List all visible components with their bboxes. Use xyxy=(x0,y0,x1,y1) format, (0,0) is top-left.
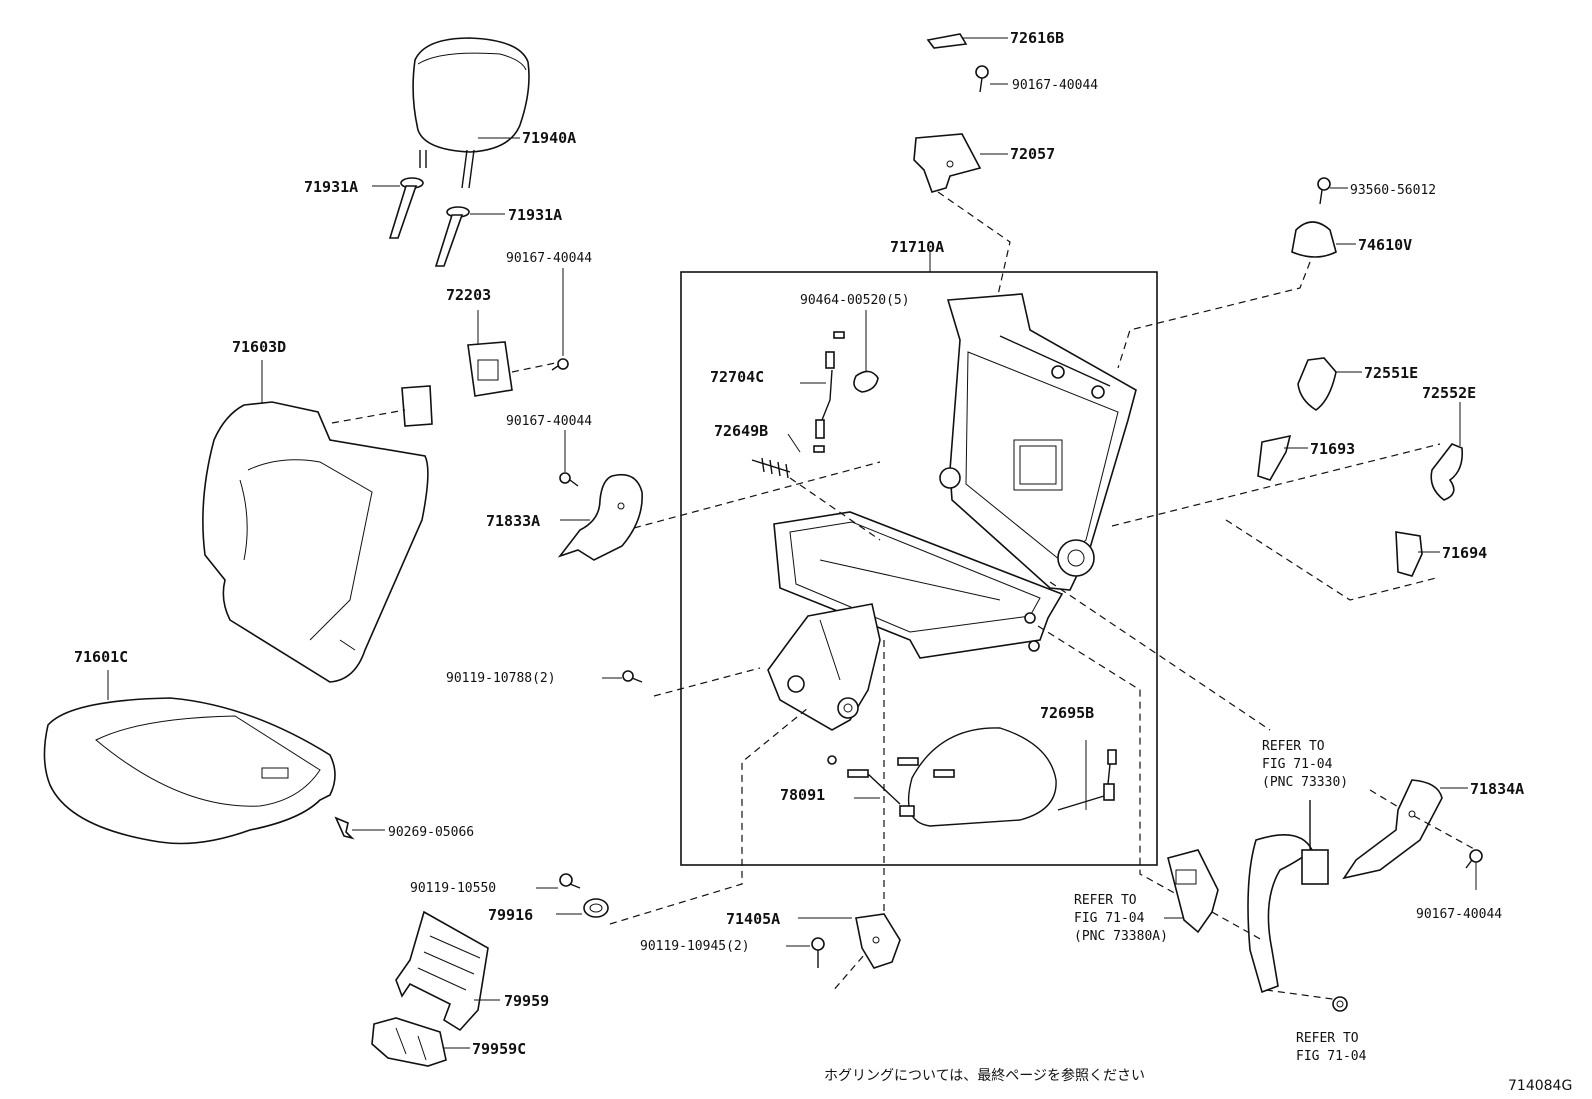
label-72552E: 72552E xyxy=(1422,384,1476,402)
headrest-guide-bracket xyxy=(401,341,513,427)
headrest-part xyxy=(412,37,530,189)
cover-72552E xyxy=(1430,443,1464,501)
label-93560: 93560-56012 xyxy=(1350,183,1436,198)
spring-72649B xyxy=(751,457,791,479)
refer-note-pnc73330: REFER TO FIG 71-04 (PNC 73330) xyxy=(1262,739,1348,790)
seat-belt-strap xyxy=(1247,800,1329,994)
bolt-90119-10945 xyxy=(811,937,825,968)
seat-belt-buckle xyxy=(1167,849,1219,934)
label-79916: 79916 xyxy=(488,906,533,924)
bolt-90167-right xyxy=(1465,849,1483,869)
belt-cover-71834A xyxy=(1342,779,1443,880)
label-90167-right: 90167-40044 xyxy=(1416,907,1502,922)
label-90464: 90464-00520(5) xyxy=(800,293,910,308)
label-71603D: 71603D xyxy=(232,338,286,356)
label-71931A-left: 71931A xyxy=(304,178,358,196)
label-90119-10788: 90119-10788(2) xyxy=(446,671,556,686)
label-71710A: 71710A xyxy=(890,238,944,256)
bolt-90167-top xyxy=(975,65,989,93)
cable-72704C xyxy=(813,331,845,453)
clip-90464 xyxy=(853,370,879,393)
label-90119-10945: 90119-10945(2) xyxy=(640,939,750,954)
seat-frame-group-box xyxy=(680,271,1158,866)
label-71931A-right: 71931A xyxy=(508,206,562,224)
svg-text:(PNC 73330): (PNC 73330) xyxy=(1262,775,1348,790)
bracket-72057 xyxy=(913,133,982,193)
screw-93560 xyxy=(1317,177,1331,205)
label-72616B: 72616B xyxy=(1010,29,1064,47)
bolt-90167-a xyxy=(551,358,569,371)
footer-note: ホグリングについては、最終ページを参照ください xyxy=(824,1067,1145,1084)
cover-71694 xyxy=(1395,531,1423,577)
label-90167-b1: 90167-40044 xyxy=(506,251,592,266)
label-72695B: 72695B xyxy=(1040,704,1094,722)
refer-note-pnc73380A: REFER TO FIG 71-04 (PNC 73380A) xyxy=(1074,893,1168,944)
bolt-90119-10788 xyxy=(622,670,643,683)
label-71601C: 71601C xyxy=(74,648,128,666)
seat-frame-71710A xyxy=(767,293,1137,731)
label-71694: 71694 xyxy=(1442,544,1487,562)
label-72551E: 72551E xyxy=(1364,364,1418,382)
clip-90269 xyxy=(334,816,355,840)
label-71693: 71693 xyxy=(1310,440,1355,458)
label-71940A: 71940A xyxy=(522,129,576,147)
cover-79959C xyxy=(371,1017,447,1067)
cable-72695B xyxy=(897,727,1117,827)
svg-text:REFER TO: REFER TO xyxy=(1262,739,1325,754)
svg-text:FIG 71-04: FIG 71-04 xyxy=(1074,911,1145,926)
cover-79959 xyxy=(395,910,489,1032)
figure-code: 714084G xyxy=(1508,1078,1572,1094)
cover-71693 xyxy=(1257,434,1292,481)
svg-text:FIG 71-04: FIG 71-04 xyxy=(1296,1049,1367,1064)
label-71834A: 71834A xyxy=(1470,780,1524,798)
svg-text:FIG 71-04: FIG 71-04 xyxy=(1262,757,1333,772)
label-71833A: 71833A xyxy=(486,512,540,530)
label-71405A: 71405A xyxy=(726,910,780,928)
label-72649B: 72649B xyxy=(714,422,768,440)
label-90167-top: 90167-40044 xyxy=(1012,78,1098,93)
seat-cushion-cover xyxy=(43,697,336,845)
label-90167-b2: 90167-40044 xyxy=(506,414,592,429)
refer-note-fig7104: REFER TO FIG 71-04 xyxy=(1296,1031,1367,1064)
cover-72616B xyxy=(926,33,968,49)
label-72704C: 72704C xyxy=(710,368,764,386)
svg-text:REFER TO: REFER TO xyxy=(1074,893,1137,908)
headrest-support-right xyxy=(434,206,470,267)
headrest-support-left xyxy=(388,177,424,239)
bolt-90167-b xyxy=(559,472,579,487)
hinge-cover-left xyxy=(557,473,643,561)
bolt-90119-10550 xyxy=(559,873,581,889)
label-74610V: 74610V xyxy=(1358,236,1412,254)
svg-text:(PNC 73380A): (PNC 73380A) xyxy=(1074,929,1168,944)
knob-74610V xyxy=(1291,221,1337,258)
label-78091: 78091 xyxy=(780,786,825,804)
bracket-71405A xyxy=(855,913,901,969)
svg-text:REFER TO: REFER TO xyxy=(1296,1031,1359,1046)
washer-79916 xyxy=(583,898,609,918)
seat-back-cover xyxy=(202,401,429,683)
nut-belt xyxy=(1332,996,1348,1012)
label-90269: 90269-05066 xyxy=(388,825,474,840)
label-72057: 72057 xyxy=(1010,145,1055,163)
label-79959C: 79959C xyxy=(472,1040,526,1058)
label-79959: 79959 xyxy=(504,992,549,1010)
label-72203: 72203 xyxy=(446,286,491,304)
label-90119-10550: 90119-10550 xyxy=(410,881,496,896)
cover-72551E xyxy=(1297,357,1337,411)
